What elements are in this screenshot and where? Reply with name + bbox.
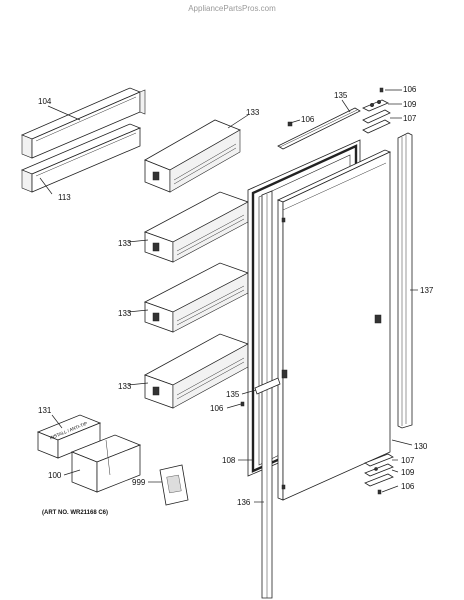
watermark-text: AppliancePartsPros.com xyxy=(188,4,276,13)
callout-104: 104 xyxy=(38,97,52,106)
callout-130: 130 xyxy=(414,442,428,451)
leader-lines xyxy=(39,89,418,503)
callout-108: 108 xyxy=(222,456,236,465)
art-number-note: (ART NO. WR21168 C6) xyxy=(42,510,108,516)
callout-133-a: 133 xyxy=(246,108,260,117)
literature-999 xyxy=(159,464,189,506)
callout-113: 113 xyxy=(58,193,71,202)
callout-106-a: 106 xyxy=(301,115,315,124)
bracket-104 xyxy=(20,87,146,159)
callout-131: 131 xyxy=(38,406,52,415)
callout-133-d: 133 xyxy=(118,382,132,391)
trim-strip-135-top xyxy=(277,107,361,150)
box-100 xyxy=(70,434,142,493)
callout-133-c: 133 xyxy=(118,309,132,318)
callout-labels: 104 113 133 133 133 133 106 135 106 109 … xyxy=(38,85,434,507)
callout-109-a: 109 xyxy=(403,100,417,109)
side-trim-136 xyxy=(261,190,273,599)
callout-106-b: 106 xyxy=(403,85,417,94)
hinge-hardware-top xyxy=(362,87,391,134)
callout-137: 137 xyxy=(420,286,434,295)
callout-135-a: 135 xyxy=(334,91,348,100)
door-bin-3 xyxy=(144,262,249,333)
callout-133-b: 133 xyxy=(118,239,132,248)
callout-107-a: 107 xyxy=(403,114,417,123)
side-rail-137 xyxy=(397,132,413,429)
callout-106-d: 106 xyxy=(401,482,415,491)
callout-100: 100 xyxy=(48,471,62,480)
callout-107-b: 107 xyxy=(401,456,415,465)
callout-135-b: 135 xyxy=(226,390,240,399)
screw-106-a xyxy=(287,121,293,127)
callout-999: 999 xyxy=(132,478,146,487)
callout-109-b: 109 xyxy=(401,468,415,477)
bracket-113 xyxy=(20,123,142,193)
door-panel-130 xyxy=(276,149,392,501)
callout-136: 136 xyxy=(237,498,251,507)
hinge-hardware-bottom xyxy=(364,453,394,495)
callout-106-c: 106 xyxy=(210,404,224,413)
door-bin-2 xyxy=(144,191,249,263)
box-131: INSTALL / ANTI-TIP xyxy=(36,414,102,459)
door-bin-4 xyxy=(144,333,249,409)
door-bin-1 xyxy=(144,119,241,193)
